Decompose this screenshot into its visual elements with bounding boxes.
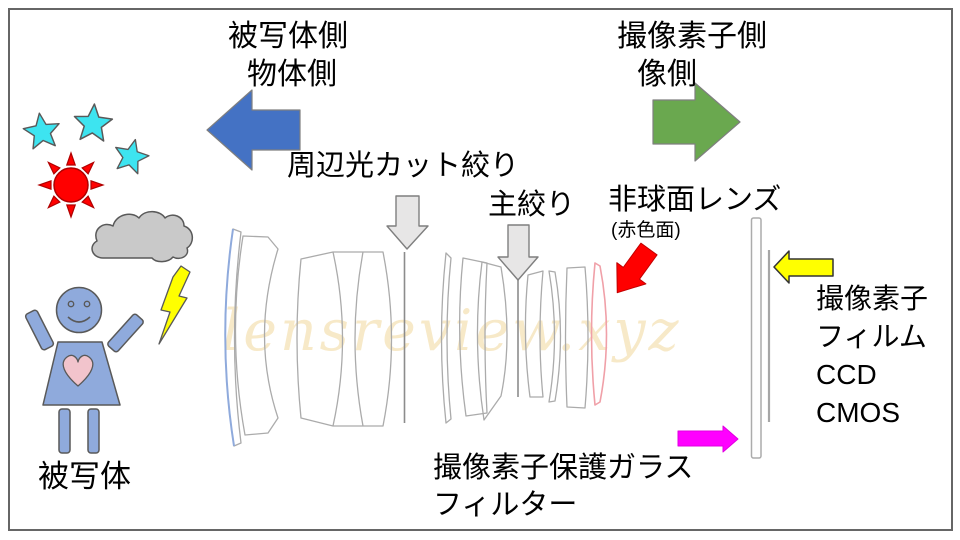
- label-aspherical-lens: 非球面レンズ: [608, 184, 782, 216]
- lens-assembly: [224, 228, 608, 447]
- lens-element-9: [564, 266, 589, 409]
- sun-icon: [37, 151, 105, 219]
- label-film: フィルム: [816, 321, 927, 352]
- lens-element-6: [476, 261, 508, 421]
- star-icon: [110, 134, 153, 176]
- cover-glass-arrow-icon: [677, 425, 739, 453]
- label-cover-glass: 撮像素子保護ガラス: [433, 452, 694, 484]
- person-smile: [67, 316, 91, 323]
- label-peripheral-light-cut-aperture: 周辺光カット絞り: [287, 150, 520, 182]
- label-object-side: 物体側: [247, 58, 337, 91]
- lens-front-blue-surface: [224, 228, 235, 447]
- cloud-icon: [91, 210, 193, 263]
- image-side-arrow-icon: [652, 82, 741, 162]
- star-icon: [20, 109, 63, 151]
- stars-group: [20, 101, 153, 176]
- lens-element-3: [296, 251, 393, 427]
- label-main-aperture: 主絞り: [488, 189, 576, 221]
- person-leg-left: [58, 408, 71, 454]
- label-sensor-side: 撮像素子側: [617, 20, 767, 53]
- person-leg-right: [87, 408, 100, 454]
- slide-border: [8, 8, 953, 531]
- label-filter: フィルター: [433, 489, 578, 521]
- main-aperture-arrow-icon: [497, 224, 539, 281]
- object-side-arrow-icon: [206, 89, 301, 171]
- lens-element-8: [548, 270, 562, 403]
- lens-element-4: [440, 252, 452, 424]
- aspherical-lens-element: [590, 262, 608, 406]
- label-subject-side: 被写体側: [228, 20, 348, 53]
- person-eye-left: [67, 300, 75, 308]
- label-subject: 被写体: [38, 459, 131, 494]
- person-eye-right: [83, 300, 91, 308]
- lens-cemented-surface: [332, 251, 344, 427]
- lens-element-5: [459, 257, 488, 417]
- star-icon: [72, 101, 115, 143]
- label-image-side: 像側: [637, 58, 697, 91]
- sensor-arrow-icon: [773, 250, 834, 284]
- lens-element-2: [234, 235, 279, 436]
- aspherical-lens-arrow-icon: [616, 242, 658, 294]
- label-cmos: CMOS: [816, 397, 900, 428]
- lightning-icon: [158, 265, 191, 345]
- lens-cemented-surface: [354, 251, 364, 427]
- person-head: [55, 286, 103, 334]
- heart-icon: [62, 354, 94, 387]
- label-aspherical-lens-note: (赤色面): [611, 220, 681, 241]
- person-arm-left: [24, 309, 55, 351]
- person-figure: [24, 286, 144, 454]
- peripheral-aperture-arrow-icon: [386, 195, 429, 250]
- person-arm-right: [107, 313, 144, 353]
- label-sensor: 撮像素子: [816, 283, 929, 314]
- lens-element-1: [224, 228, 242, 447]
- cover-glass: [750, 217, 762, 459]
- lens-element-7: [524, 270, 544, 398]
- label-ccd: CCD: [816, 359, 877, 390]
- label-sensor-stack: 撮像素子 フィルム CCD CMOS: [816, 280, 928, 432]
